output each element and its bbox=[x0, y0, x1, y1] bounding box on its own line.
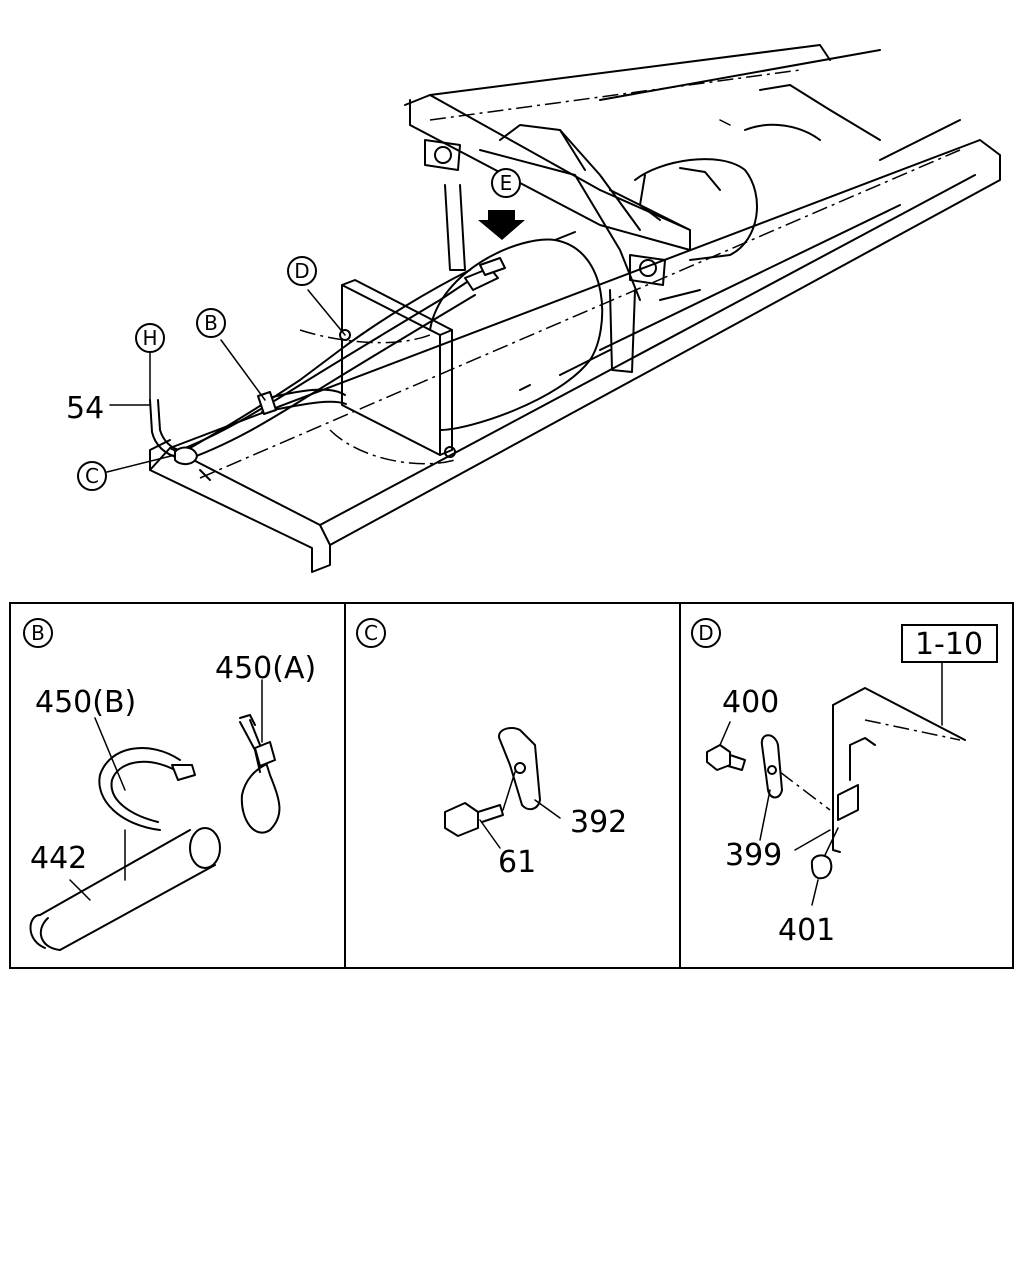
label-442: 442 bbox=[30, 841, 87, 876]
callout-C-label: C bbox=[85, 464, 99, 488]
callout-B bbox=[196, 308, 226, 338]
panel-C-header: C bbox=[364, 621, 378, 645]
callout-D-label: D bbox=[294, 259, 309, 283]
label-450B: 450(B) bbox=[35, 685, 136, 720]
label-61: 61 bbox=[498, 845, 536, 880]
label-400: 400 bbox=[722, 685, 779, 720]
callout-H-label: H bbox=[142, 326, 157, 350]
panel-C: C 392 61 bbox=[356, 618, 627, 880]
panel-D: D 1-10 400 399 401 bbox=[691, 618, 998, 948]
callout-E bbox=[491, 168, 521, 198]
ref-box-label: 1-10 bbox=[915, 627, 983, 662]
label-401: 401 bbox=[778, 913, 835, 948]
panel-B: B 450(A) 450(B) 442 bbox=[23, 618, 316, 951]
callout-B-label: B bbox=[204, 311, 218, 335]
label-450A: 450(A) bbox=[215, 651, 316, 686]
callout-E-label: E bbox=[500, 171, 513, 195]
callout-C bbox=[77, 461, 107, 491]
label-399: 399 bbox=[725, 838, 782, 873]
panel-D-header: D bbox=[698, 621, 713, 645]
panel-B-header: B bbox=[31, 621, 45, 645]
ref-box bbox=[901, 624, 998, 663]
panel-D-header-circle bbox=[691, 618, 721, 648]
chassis-illustration: E D B H C 54 bbox=[66, 44, 1001, 573]
panel-B-header-circle bbox=[23, 618, 53, 648]
callout-D bbox=[287, 256, 317, 286]
part-54-label: 54 bbox=[66, 391, 104, 426]
panel-C-header-circle bbox=[356, 618, 386, 648]
label-392: 392 bbox=[570, 805, 627, 840]
callout-H bbox=[135, 323, 165, 353]
detail-panels bbox=[9, 602, 1014, 969]
